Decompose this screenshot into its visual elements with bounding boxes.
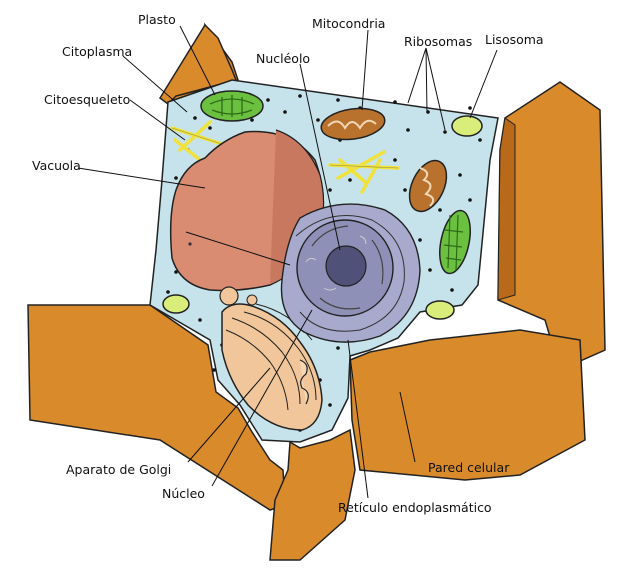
leader-lines [77, 25, 498, 499]
lysosome-left [162, 294, 190, 314]
label-mitocondria: Mitocondria [312, 16, 385, 31]
mitochondrion-top [320, 107, 386, 141]
cell-wall-front-piece [269, 428, 356, 561]
cell-wall [27, 22, 606, 561]
cell-wall-right-panel-shade [497, 117, 516, 301]
mitochondrion-right [408, 159, 448, 213]
label-aparato-golgi: Aparato de Golgi [66, 462, 171, 477]
label-vacuola: Vacuola [32, 158, 81, 173]
label-citoesqueleto: Citoesqueleto [44, 92, 130, 107]
cell-wall-bottom-right-panel [349, 329, 586, 481]
label-nucleolo: Nucléolo [256, 51, 310, 66]
label-lisosoma: Lisosoma [485, 32, 544, 47]
label-plasto: Plasto [138, 12, 176, 27]
cytoskeleton-outline [171, 127, 399, 169]
plastid-top [200, 90, 264, 122]
cell-wall-left-panel [27, 304, 286, 511]
nucleus [296, 219, 394, 317]
lysosome-right [425, 300, 455, 320]
lysosome-top [451, 115, 483, 137]
cell-wall-top-left [159, 23, 238, 105]
labels: Plasto Citoplasma Citoesqueleto Vacuola … [32, 12, 544, 515]
plastid-right [439, 209, 471, 275]
label-ribosomas: Ribosomas [404, 34, 472, 49]
label-reticulo: Retículo endoplasmático [338, 500, 492, 515]
label-pared-celular: Pared celular [428, 460, 510, 475]
nucleolus [325, 245, 367, 287]
label-nucleo: Núcleo [162, 486, 205, 501]
label-citoplasma: Citoplasma [62, 44, 132, 59]
golgi-apparatus [219, 286, 323, 431]
